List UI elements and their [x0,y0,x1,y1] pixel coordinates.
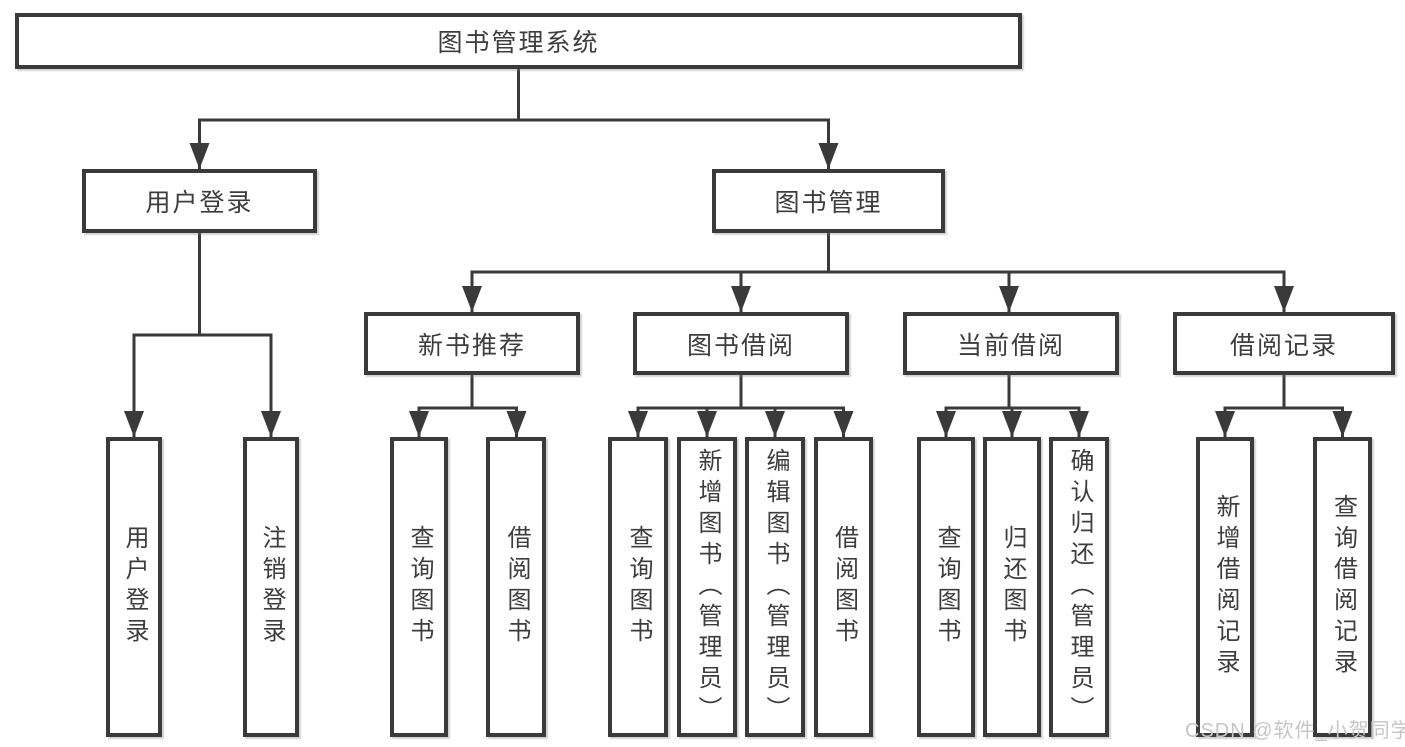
connector-user-login-children [124,233,281,437]
leaf-edit-book-admin-label: 编辑图书（管理员） [762,447,789,727]
csdn-watermark: CSDN @软件_小贺同学 [1185,720,1405,742]
node-new-book-recommend: 新书推荐 [364,312,580,375]
leaf-return-book: 归还图书 [983,437,1041,737]
leaf-add-borrow-record: 新增借阅记录 [1196,437,1254,737]
node-user-login: 用户登录 [82,169,317,233]
leaf-user-login: 用户登录 [106,437,162,737]
node-current-borrow: 当前借阅 [903,312,1119,375]
leaf-confirm-return-admin: 确认归还（管理员） [1049,437,1109,737]
node-borrow-records: 借阅记录 [1173,312,1395,375]
node-book-borrow: 图书借阅 [633,312,849,375]
connector-root-to-level2 [189,69,839,169]
connector-borrow-records-children [1215,375,1353,437]
leaf-query-book-current-label: 查询图书 [933,525,960,649]
node-book-management: 图书管理 [712,169,945,233]
leaf-borrow-book-recommend: 借阅图书 [486,437,546,737]
leaf-logout-login: 注销登录 [243,437,299,737]
leaf-query-book-recommend: 查询图书 [390,437,448,737]
leaf-user-login-label: 用户登录 [121,525,148,649]
connector-book-borrow-children [628,375,854,437]
node-user-login-label: 用户登录 [145,189,254,217]
node-root-label: 图书管理系统 [437,29,600,57]
node-root: 图书管理系统 [15,13,1022,69]
leaf-borrow-book-recommend-label: 借阅图书 [503,525,530,649]
leaf-query-borrow-record-label: 查询借阅记录 [1329,494,1357,680]
leaf-add-borrow-record-label: 新增借阅记录 [1212,494,1239,680]
leaf-query-book-borrow-label: 查询图书 [625,525,652,649]
leaf-edit-book-admin: 编辑图书（管理员） [745,437,805,737]
leaf-query-borrow-record: 查询借阅记录 [1313,437,1372,737]
leaf-confirm-return-admin-label: 确认归还（管理员） [1066,447,1093,727]
node-book-management-label: 图书管理 [774,189,883,217]
leaf-logout-login-label: 注销登录 [258,525,285,649]
leaf-query-book-current: 查询图书 [917,437,975,737]
connector-book-management-sections [462,233,1294,312]
node-current-borrow-label: 当前借阅 [956,331,1065,360]
leaf-borrow-book-label: 借阅图书 [830,525,858,649]
node-new-book-recommend-label: 新书推荐 [417,331,526,360]
leaf-query-book-recommend-label: 查询图书 [406,525,433,649]
leaf-borrow-book: 借阅图书 [814,437,873,737]
connector-current-borrow-children [936,375,1089,437]
node-borrow-records-label: 借阅记录 [1229,331,1338,360]
leaf-add-book-admin-label: 新增图书（管理员） [694,447,721,727]
leaf-query-book-borrow: 查询图书 [608,437,668,737]
leaf-return-book-label: 归还图书 [999,525,1026,649]
leaf-add-book-admin: 新增图书（管理员） [677,437,737,737]
node-book-borrow-label: 图书借阅 [686,331,795,360]
connector-new-book-recommend-children [409,375,527,437]
